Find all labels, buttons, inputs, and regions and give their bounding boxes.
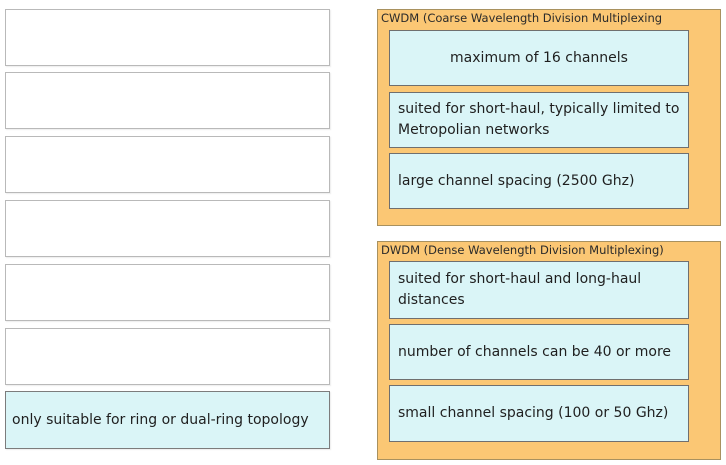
cwdm-title: CWDM (Coarse Wavelength Division Multipl…	[381, 11, 663, 25]
drop-slot-1[interactable]	[5, 9, 330, 66]
drop-slot-2[interactable]	[5, 72, 330, 129]
draggable-item-label: only suitable for ring or dual-ring topo…	[12, 412, 309, 428]
dwdm-item-2[interactable]: number of channels can be 40 or more	[389, 324, 689, 380]
cwdm-item-1[interactable]: maximum of 16 channels	[389, 30, 689, 86]
drop-slot-6[interactable]	[5, 328, 330, 385]
cwdm-drop-zone[interactable]: CWDM (Coarse Wavelength Division Multipl…	[377, 9, 721, 226]
drop-slot-5[interactable]	[5, 264, 330, 321]
cwdm-item-3[interactable]: large channel spacing (2500 Ghz)	[389, 153, 689, 209]
dwdm-item-3-label: small channel spacing (100 or 50 Ghz)	[398, 405, 669, 421]
dwdm-item-2-label: number of channels can be 40 or more	[398, 343, 672, 360]
drop-slot-3[interactable]	[5, 136, 330, 193]
drop-slot-4[interactable]	[5, 200, 330, 257]
cwdm-item-1-label: maximum of 16 channels	[450, 49, 628, 66]
dwdm-title: DWDM (Dense Wavelength Division Multiple…	[381, 243, 664, 257]
dwdm-item-3[interactable]: small channel spacing (100 or 50 Ghz)	[389, 385, 689, 442]
dwdm-item-1-label: suited for short-haul and long-haul dist…	[398, 271, 642, 308]
draggable-item-ring-topology[interactable]: only suitable for ring or dual-ring topo…	[5, 391, 330, 449]
cwdm-item-2-label: suited for short-haul, typically limited…	[398, 101, 680, 138]
dwdm-item-1[interactable]: suited for short-haul and long-haul dist…	[389, 261, 689, 319]
cwdm-item-2[interactable]: suited for short-haul, typically limited…	[389, 92, 689, 148]
dwdm-drop-zone[interactable]: DWDM (Dense Wavelength Division Multiple…	[377, 241, 721, 460]
cwdm-item-3-label: large channel spacing (2500 Ghz)	[398, 172, 635, 189]
